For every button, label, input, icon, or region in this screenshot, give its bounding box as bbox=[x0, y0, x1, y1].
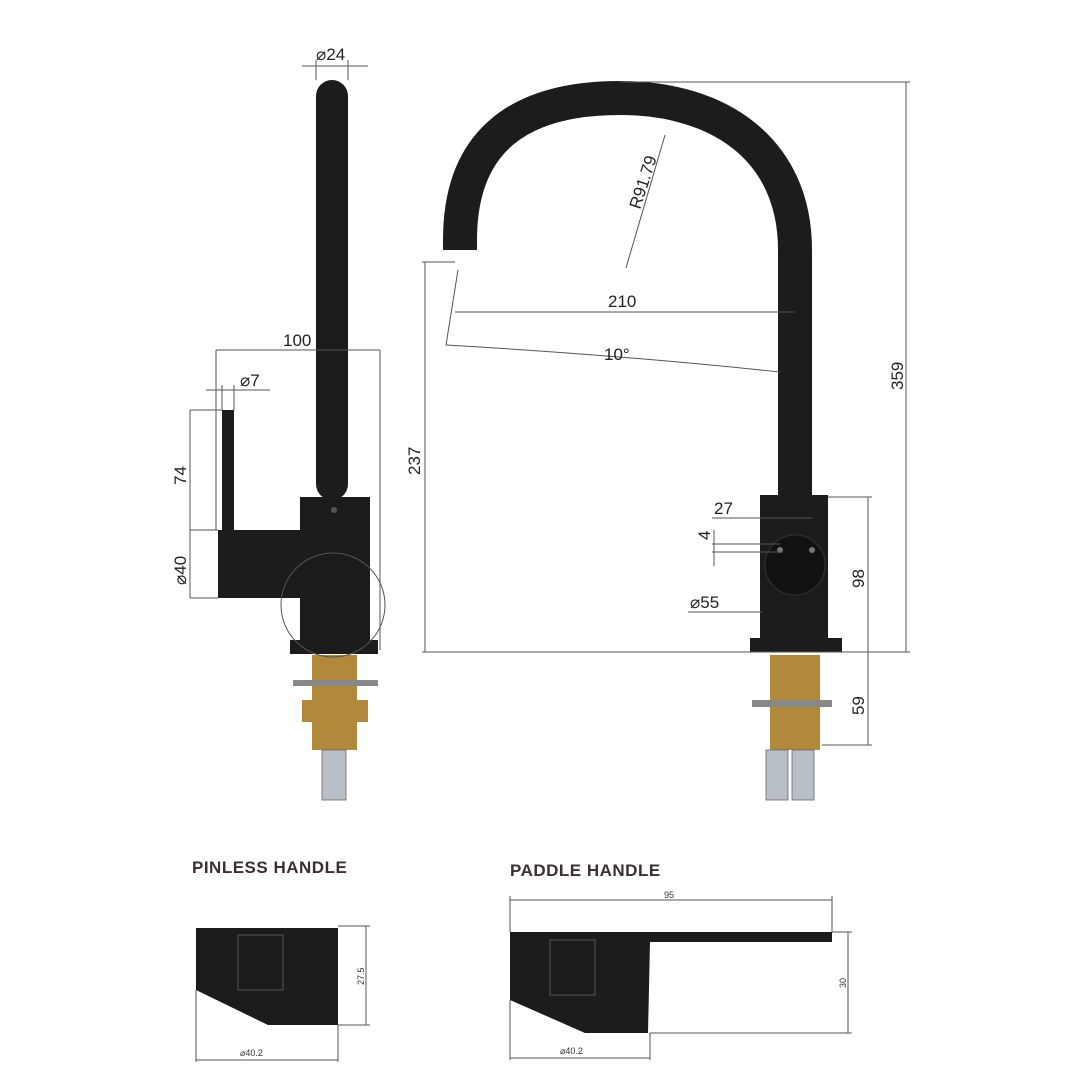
side-body-diameter-label: ⌀40 bbox=[171, 556, 190, 585]
body-height-label: 98 bbox=[849, 569, 868, 588]
side-handle-base bbox=[218, 530, 320, 598]
shank-length-label: 59 bbox=[849, 696, 868, 715]
pinless-diameter-label: ⌀40.2 bbox=[240, 1048, 263, 1058]
spout-angle-label: 10° bbox=[604, 345, 630, 364]
overall-height-label: 359 bbox=[888, 362, 907, 390]
pinless-handle-section: PINLESS HANDLE 27.5 ⌀40.2 bbox=[192, 858, 370, 1062]
paddle-handle-section: PADDLE HANDLE 95 30 ⌀40.2 bbox=[509, 861, 852, 1060]
front-view: R91.79 210 10° 237 359 27 4 98 ⌀55 59 bbox=[405, 80, 910, 801]
paddle-handle-title: PADDLE HANDLE bbox=[510, 861, 661, 880]
paddle-length-label: 95 bbox=[664, 890, 674, 900]
side-washer bbox=[293, 680, 378, 686]
pinless-handle-shape bbox=[196, 928, 338, 1025]
side-handle-diameter-label: ⌀7 bbox=[240, 371, 260, 390]
side-handle-lever bbox=[222, 410, 234, 532]
side-hose-fitting bbox=[321, 749, 347, 801]
radius-label: R91.79 bbox=[626, 153, 661, 211]
side-spout bbox=[316, 80, 348, 500]
hole-spacing-label: 4 bbox=[695, 531, 714, 540]
front-spout bbox=[443, 80, 812, 500]
side-nut bbox=[302, 700, 368, 722]
front-base-plate bbox=[750, 638, 842, 652]
base-diameter-label: ⌀55 bbox=[690, 593, 719, 612]
front-hose-fitting-2 bbox=[791, 749, 815, 801]
side-screw-icon bbox=[331, 507, 337, 513]
side-handle-reach-label: 100 bbox=[283, 331, 311, 350]
pinless-height-label: 27.5 bbox=[356, 967, 366, 985]
front-hose-fitting-1 bbox=[765, 749, 789, 801]
side-view: ⌀24 100 ⌀7 74 ⌀40 bbox=[171, 45, 386, 801]
spout-reach-label: 210 bbox=[608, 292, 636, 311]
spout-height-label: 237 bbox=[405, 447, 424, 475]
side-spout-diameter-label: ⌀24 bbox=[316, 45, 345, 64]
side-detail-circle bbox=[280, 552, 386, 658]
side-handle-height-label: 74 bbox=[171, 466, 190, 485]
front-washer bbox=[752, 700, 832, 707]
paddle-height-label: 30 bbox=[838, 978, 848, 988]
paddle-handle-shape bbox=[510, 932, 832, 1033]
pinless-handle-title: PINLESS HANDLE bbox=[192, 858, 347, 877]
paddle-diameter-label: ⌀40.2 bbox=[560, 1046, 583, 1056]
offset-label: 27 bbox=[714, 499, 733, 518]
side-base-plate bbox=[290, 640, 378, 654]
